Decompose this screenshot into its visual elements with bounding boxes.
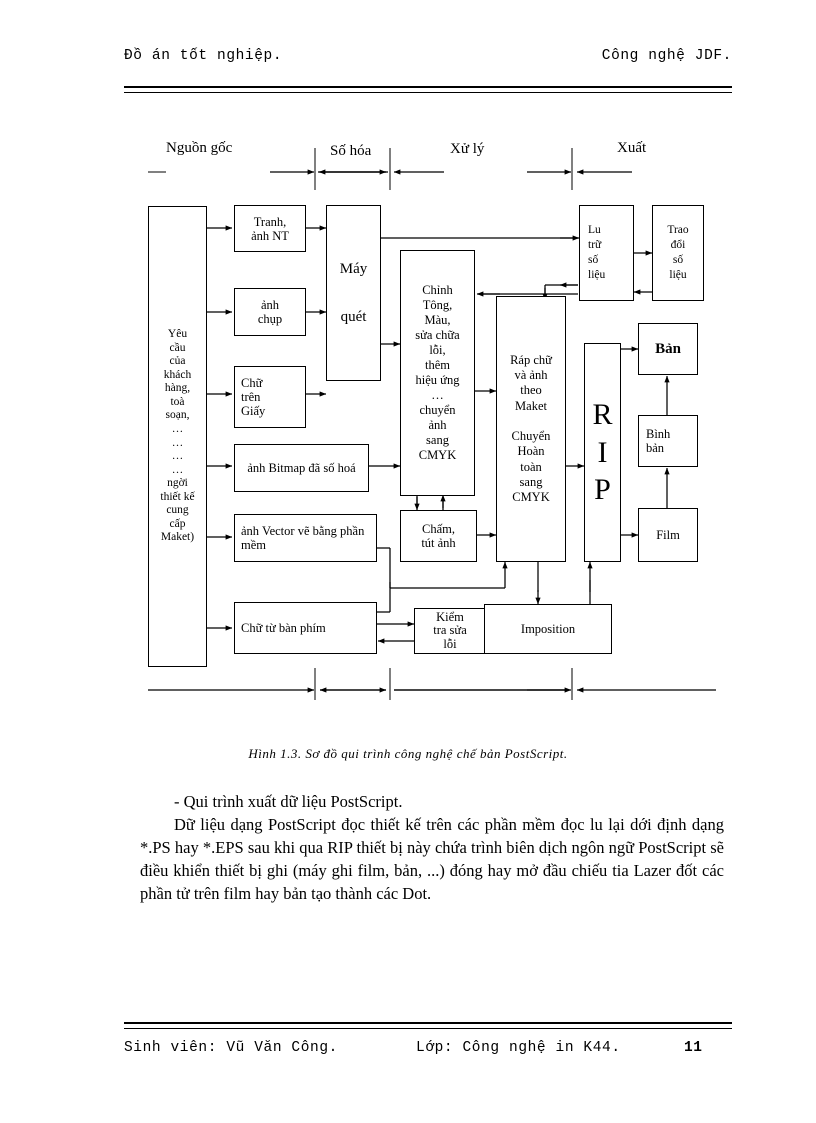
phase-label-process: Xử lý bbox=[450, 141, 485, 157]
node-plate-imposition-label: Bình bản bbox=[646, 427, 671, 455]
node-text-on-paper: Chữ trên Giấy bbox=[234, 366, 306, 428]
node-plate-label: Bản bbox=[655, 340, 681, 357]
node-imposition: Imposition bbox=[484, 604, 612, 654]
node-color-correction: Chỉnh Tông, Màu, sửa chữa lỗi, thêm hiệu… bbox=[400, 250, 475, 496]
node-photograph-label: ảnh chụp bbox=[257, 298, 283, 326]
node-color-correction-label: Chỉnh Tông, Màu, sửa chữa lỗi, thêm hiệu… bbox=[415, 283, 460, 462]
footer-page-number: 11 bbox=[684, 1040, 703, 1056]
running-header: Đồ án tốt nghiệp. Công nghệ JDF. bbox=[124, 48, 732, 64]
footer-divider-rule bbox=[124, 1022, 732, 1029]
node-scanner-label: Máy quét bbox=[339, 261, 368, 325]
node-film-label: Film bbox=[656, 528, 680, 542]
running-footer: Sinh viên: Vũ Văn Công. Lớp: Công nghệ i… bbox=[124, 1040, 732, 1120]
node-source-requirements-label: Yêu cầu của khách hàng, toà soạn, … … … … bbox=[160, 328, 195, 544]
node-assemble-maket: Ráp chữ và ảnh theo Maket Chuyển Hoàn to… bbox=[496, 296, 566, 562]
node-bitmap-image: ảnh Bitmap đã số hoá bbox=[234, 444, 369, 492]
body-line-1: - Qui trình xuất dữ liệu PostScript. bbox=[174, 792, 403, 811]
node-text-on-paper-label: Chữ trên Giấy bbox=[241, 376, 266, 418]
node-plate-imposition: Bình bản bbox=[638, 415, 698, 467]
node-data-exchange-label: Trao đổi số liệu bbox=[667, 224, 689, 281]
footer-student-name: Sinh viên: Vũ Văn Công. bbox=[124, 1040, 338, 1056]
node-data-storage: Lu trữ số liệu bbox=[579, 205, 634, 301]
node-source-requirements: Yêu cầu của khách hàng, toà soạn, … … … … bbox=[148, 206, 207, 667]
node-vector-image-label: ảnh Vector vẽ bằng phần mềm bbox=[241, 524, 365, 552]
header-right-text: Công nghệ JDF. bbox=[601, 48, 732, 64]
node-scanner: Máy quét bbox=[326, 205, 381, 381]
node-rip-label: R I P bbox=[592, 397, 613, 507]
footer-class: Lớp: Công nghệ in K44. bbox=[416, 1040, 621, 1056]
node-proof-check: Kiểm tra sửa lỗi bbox=[414, 608, 486, 654]
node-proof-check-label: Kiểm tra sửa lỗi bbox=[433, 610, 467, 651]
figure-caption: Hình 1.3. Sơ đồ qui trình công nghệ chế … bbox=[248, 746, 568, 761]
node-vector-image: ảnh Vector vẽ bằng phần mềm bbox=[234, 514, 377, 562]
node-imposition-label: Imposition bbox=[520, 622, 576, 636]
node-painting-artwork-label: Tranh, ảnh NT bbox=[251, 214, 289, 243]
node-retouch-image-label: Chấm, tút ảnh bbox=[421, 522, 456, 550]
node-bitmap-image-label: ảnh Bitmap đã số hoá bbox=[247, 461, 356, 475]
phase-label-output: Xuất bbox=[617, 140, 647, 156]
node-painting-artwork: Tranh, ảnh NT bbox=[234, 205, 306, 252]
phase-label-source: Nguồn gốc bbox=[166, 140, 233, 156]
node-keyboard-text: Chữ từ bàn phím bbox=[234, 602, 377, 654]
node-retouch-image: Chấm, tút ảnh bbox=[400, 510, 477, 562]
node-plate: Bản bbox=[638, 323, 698, 375]
node-data-storage-label: Lu trữ số liệu bbox=[588, 224, 606, 281]
node-film: Film bbox=[638, 508, 698, 562]
node-photograph: ảnh chụp bbox=[234, 288, 306, 336]
phase-label-digitize: Số hóa bbox=[330, 143, 372, 159]
header-divider-rule bbox=[124, 86, 732, 93]
body-paragraph: Dữ liệu dạng PostScript đọc thiết kế trê… bbox=[140, 815, 724, 904]
node-assemble-maket-label: Ráp chữ và ảnh theo Maket Chuyển Hoàn to… bbox=[510, 352, 552, 504]
body-text-block: - Qui trình xuất dữ liệu PostScript. Dữ … bbox=[140, 790, 724, 905]
node-keyboard-text-label: Chữ từ bàn phím bbox=[241, 621, 326, 635]
node-rip: R I P bbox=[584, 343, 621, 562]
header-left-text: Đồ án tốt nghiệp. bbox=[124, 48, 283, 64]
node-data-exchange: Trao đổi số liệu bbox=[652, 205, 704, 301]
